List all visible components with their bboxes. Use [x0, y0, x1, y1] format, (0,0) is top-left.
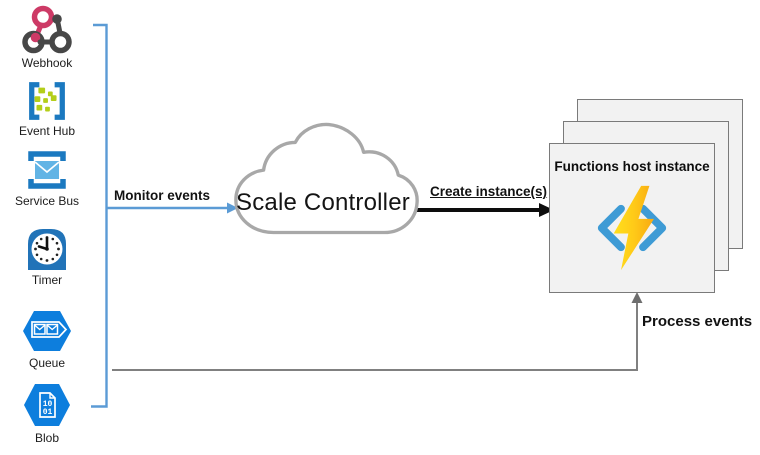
source-label: Queue: [28, 356, 66, 370]
source-blob: 10 01 Blob: [0, 381, 94, 445]
service-bus-icon: [28, 151, 66, 189]
azure-functions-icon: [597, 185, 667, 271]
cloud-shape: [234, 122, 419, 235]
process-events-label: Process events: [642, 313, 753, 330]
webhook-icon: [22, 5, 72, 54]
queue-icon: [23, 311, 71, 351]
scale-controller-cloud: [224, 116, 422, 250]
source-label: Webhook: [21, 56, 73, 70]
source-label: Timer: [31, 273, 63, 287]
source-label: Blob: [34, 431, 60, 445]
source-service-bus: Service Bus: [0, 148, 94, 208]
blob-doc-line-1: 10: [43, 400, 53, 409]
source-timer: Timer: [0, 225, 94, 287]
event-hub-icon: [29, 82, 65, 120]
process-events-line: [112, 302, 638, 371]
source-label: Event Hub: [18, 124, 76, 138]
timer-icon: [28, 229, 66, 270]
source-label: Service Bus: [14, 194, 80, 208]
blob-icon: 10 01: [24, 384, 70, 426]
create-instances-label: Create instance(s): [430, 184, 548, 199]
host-instance-title: Functions host instance: [554, 159, 710, 174]
source-queue: Queue: [0, 308, 94, 370]
monitor-events-label: Monitor events: [114, 188, 211, 203]
source-webhook: Webhook: [0, 4, 94, 70]
source-event-hub: Event Hub: [0, 80, 94, 138]
process-events-arrowhead: [631, 292, 643, 303]
blob-doc-line-2: 01: [43, 408, 53, 417]
scale-controller-title: Scale Controller: [236, 189, 410, 216]
host-instance-box-front: Functions host instance: [549, 143, 715, 293]
